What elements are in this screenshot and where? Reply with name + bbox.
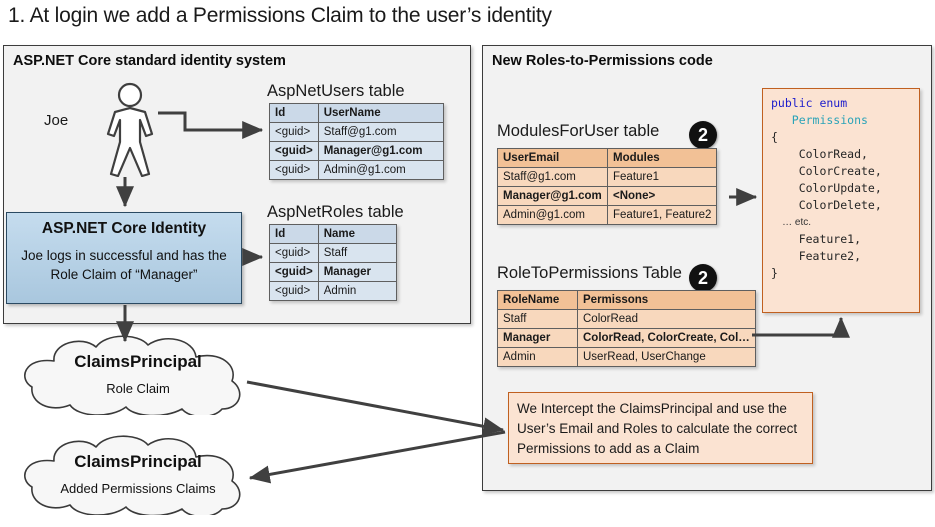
table-row: <guid>Manager@g1.com [269, 141, 444, 161]
cloud-subtitle: Added Permissions Claims [60, 481, 216, 496]
code-line: … etc. [771, 217, 812, 228]
table-cell: <guid> [269, 262, 319, 282]
code-line: { [771, 130, 778, 144]
table-row: <guid>Staff [269, 243, 397, 263]
table-header-cell: UserName [317, 103, 444, 123]
claims-principal-added-permissions: ClaimsPrincipal Added Permissions Claims [14, 435, 262, 518]
code-line: Feature1, [771, 232, 862, 246]
code-line: ColorUpdate, [771, 181, 882, 195]
code-line: ColorCreate, [771, 164, 882, 178]
aspnet-core-identity-box: ASP.NET Core Identity Joe logs in succes… [6, 212, 242, 304]
cloud-subtitle: Role Claim [106, 381, 170, 396]
table-cell: Staff [497, 309, 578, 329]
table-header-cell: RoleName [497, 290, 578, 310]
table-cell: Admin@g1.com [497, 205, 608, 225]
step-badge-2-roles: 2 [689, 264, 717, 292]
table-header-cell: Id [269, 103, 319, 123]
cloud-title: ClaimsPrincipal [74, 452, 202, 471]
cloud-shape [24, 435, 241, 518]
table-row: <guid>Admin [269, 281, 397, 301]
intercept-note-box: We Intercept the ClaimsPrincipal and use… [508, 392, 813, 464]
aspnetusers-caption: AspNetUsers table [267, 82, 405, 100]
cloud-title: ClaimsPrincipal [74, 352, 202, 371]
table-cell: <guid> [269, 281, 319, 301]
cloud-shape [24, 335, 241, 418]
table-cell: <guid> [269, 243, 319, 263]
table-cell: Manager@g1.com [317, 141, 444, 161]
table-cell: UserRead, UserChange [577, 347, 756, 367]
code-line: } [771, 266, 778, 280]
table-cell: ColorRead [577, 309, 756, 329]
table-header-cell: Name [317, 224, 397, 244]
table-row: <guid>Manager [269, 262, 397, 282]
step-badge-2-modules: 2 [689, 121, 717, 149]
table-header-cell: Permissons [577, 290, 756, 310]
table-row: <guid>Staff@g1.com [269, 122, 444, 142]
table-cell: Feature1 [606, 167, 718, 187]
code-line: ColorDelete, [771, 198, 882, 212]
aspnetroles-caption: AspNetRoles table [267, 203, 404, 221]
table-cell: Staff@g1.com [317, 122, 444, 142]
table-cell: ColorRead, ColorCreate, Col… [577, 328, 756, 348]
actor-label: Joe [44, 112, 69, 129]
table-cell: Feature1, Feature2 [606, 205, 718, 225]
table-row: <guid>Admin@g1.com [269, 160, 444, 180]
permissions-enum-code-block: public enum Permissions { ColorRead, Colo… [762, 88, 920, 313]
table-cell: <guid> [269, 160, 319, 180]
table-cell: Manager [497, 328, 578, 348]
table-header-cell: UserEmail [497, 148, 608, 168]
arrow-note-to-cloud2 [248, 430, 506, 484]
table-cell: Manager@g1.com [497, 186, 608, 206]
panel-identity-system-title: ASP.NET Core standard identity system [13, 53, 286, 69]
person-icon [106, 82, 154, 177]
code-line: ColorRead, [771, 147, 868, 161]
table-cell: <guid> [269, 122, 319, 142]
table-cell: Admin [317, 281, 397, 301]
table-header-cell: Id [269, 224, 319, 244]
panel-roles-to-permissions-title: New Roles-to-Permissions code [492, 53, 713, 69]
table-header-cell: Modules [606, 148, 718, 168]
code-line: Feature2, [771, 249, 862, 263]
identity-box-heading: ASP.NET Core Identity [41, 220, 207, 237]
table-cell: Staff@g1.com [497, 167, 608, 187]
arrow-cloud1-to-note [246, 380, 505, 436]
table-cell: Staff [317, 243, 397, 263]
claims-principal-role-claim: ClaimsPrincipal Role Claim [14, 335, 262, 418]
identity-box-body: Joe logs in successful and has the Role … [21, 248, 227, 282]
table-cell: Admin@g1.com [317, 160, 444, 180]
table-cell: <None> [606, 186, 718, 206]
roletopermissions-caption: RoleToPermissions Table [497, 264, 682, 282]
code-line: Permissions [771, 113, 868, 127]
table-row: Manager@g1.com<None> [497, 186, 718, 206]
code-line: public enum [771, 96, 848, 110]
modulesforuser-caption: ModulesForUser table [497, 122, 660, 140]
page-title: 1. At login we add a Permissions Claim t… [8, 4, 552, 27]
table-cell: Manager [317, 262, 397, 282]
table-cell: Admin [497, 347, 578, 367]
table-cell: <guid> [269, 141, 319, 161]
